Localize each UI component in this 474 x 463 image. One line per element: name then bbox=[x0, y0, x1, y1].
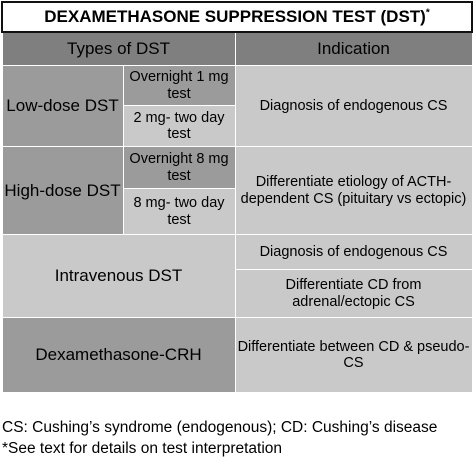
high-dose-indication: Differentiate etiology of ACTH-dependent… bbox=[234, 146, 473, 235]
footnote-interpretation: *See text for details on test interpreta… bbox=[2, 440, 283, 457]
low-dose-indication: Diagnosis of endogenous CS bbox=[234, 65, 473, 147]
intravenous-indication-diagnosis: Diagnosis of endogenous CS bbox=[234, 234, 473, 270]
low-dose-test-two-day: 2 mg- two day test bbox=[122, 105, 236, 147]
header-indication: Indication bbox=[234, 31, 473, 66]
low-dose-label: Low-dose DST bbox=[1, 65, 124, 147]
intravenous-indication-differentiate: Differentiate CD from adrenal/ectopic CS bbox=[234, 269, 473, 318]
high-dose-label: High-dose DST bbox=[1, 146, 124, 235]
dex-crh-label: Dexamethasone-CRH bbox=[1, 317, 236, 393]
dst-table: DEXAMETHASONE SUPPRESSION TEST (DST)* Ty… bbox=[1, 1, 473, 393]
dex-crh-indication: Differentiate between CD & pseudo-CS bbox=[234, 317, 473, 393]
title-footnote-mark: * bbox=[425, 7, 430, 19]
high-dose-test-overnight: Overnight 8 mg test bbox=[122, 146, 236, 189]
high-dose-test-two-day: 8 mg- two day test bbox=[122, 188, 236, 235]
footnote-abbreviations: CS: Cushing’s syndrome (endogenous); CD:… bbox=[2, 419, 438, 436]
title-text: DEXAMETHASONE SUPPRESSION TEST (DST) bbox=[44, 7, 426, 27]
table-title: DEXAMETHASONE SUPPRESSION TEST (DST)* bbox=[1, 1, 473, 33]
header-types: Types of DST bbox=[1, 31, 236, 66]
low-dose-test-overnight: Overnight 1 mg test bbox=[122, 65, 236, 106]
intravenous-label: Intravenous DST bbox=[1, 234, 236, 318]
